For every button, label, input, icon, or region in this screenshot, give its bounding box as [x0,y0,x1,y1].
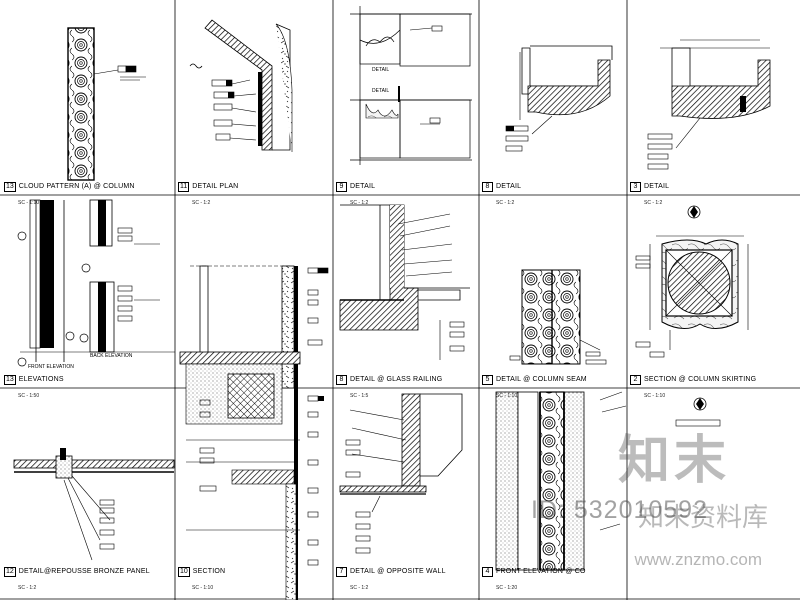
caption-scale: SC - 1:10 [644,393,666,399]
panel-detail-3 [647,39,771,170]
watermark-library: 知末资料库 [637,503,768,533]
caption-scale: SC - 1:2 [350,585,369,591]
panel-cloud-pattern-column [67,27,146,181]
panel-column-skirting [635,205,749,358]
caption-scale: SC - 1:2 [644,200,663,206]
caption-scale: SC - 1:50 [18,393,40,399]
caption-scale: SC - 1:20 [496,585,518,591]
caption-scale: SC - 1:10 [18,200,40,206]
caption-number: 3 [630,182,641,192]
watermark-id: ID: 532010592 [530,496,708,524]
caption-title: CLOUD PATTERN (A) @ COLUMN [18,183,135,190]
panel-detail-9 [350,6,472,165]
caption-number: 8 [482,182,493,192]
panel-column-seam [509,269,607,365]
caption-number: 9 [336,182,347,192]
panel-glass-railing [339,204,470,360]
caption-title: DETAIL PLAN [192,183,239,190]
caption-number: 13 [4,375,16,385]
label-detail-9b: DETAIL [372,88,390,94]
panel-section-10 [179,265,329,600]
panel-opposite-wall [339,393,463,554]
caption-scale: SC - 1:10 [192,585,214,591]
caption-number: 11 [178,182,190,192]
panel-repousse-bronze [13,448,175,561]
caption-title: FRONT ELEVATION @ CO [496,568,586,575]
caption-title: ELEVATIONS [18,376,64,383]
label-front-elevation: FRONT ELEVATION [28,364,74,370]
caption-number: 13 [4,182,16,192]
label-detail-9a: DETAIL [372,67,390,73]
caption-title: DETAIL [350,183,376,190]
caption-title: DETAIL [496,183,522,190]
caption-number: 5 [482,375,493,385]
caption-scale: SC - 1:5 [350,393,369,399]
caption-scale: SC - 1:2 [192,200,211,206]
panel-front-elevation-column [495,391,721,571]
panel-detail-8-top [505,45,613,152]
caption-number: 8 [336,375,347,385]
caption-title: SECTION [192,568,226,575]
panel-detail-plan [189,19,293,152]
caption-title: DETAIL [644,183,670,190]
caption-number: 4 [482,567,493,577]
caption-title: SECTION @ COLUMN SKIRTING [644,376,757,383]
caption-scale: SC - 1:10 [496,393,518,399]
caption-number: 2 [630,375,641,385]
caption-scale: SC - 1:2 [496,200,515,206]
caption-number: 7 [336,567,347,577]
caption-title: DETAIL@REPOUSSE BRONZE PANEL [18,568,150,575]
caption-title: DETAIL @ GLASS RAILING [350,376,443,383]
caption-number: 12 [4,567,16,577]
caption-scale: SC - 1:2 [18,585,37,591]
caption-title: DETAIL @ OPPOSITE WALL [350,568,446,575]
caption-number: 10 [178,567,190,577]
panel-elevations [17,199,175,367]
caption-title: DETAIL @ COLUMN SEAM [496,376,587,383]
watermark-brand: 知末 [617,431,730,491]
label-back-elevation: BACK ELEVATION [90,353,133,359]
caption-scale: SC - 1:2 [350,200,369,206]
watermark-url: www.znzmo.com [634,550,762,569]
